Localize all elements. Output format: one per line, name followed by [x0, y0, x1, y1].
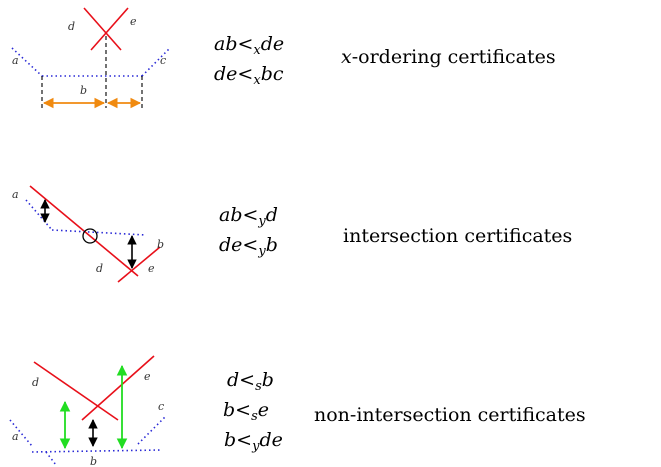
- certificate: ab<xde: [214, 33, 284, 58]
- segment-d: [33, 361, 119, 421]
- caption-intersection: intersection certificates: [343, 225, 572, 247]
- label-a: a: [12, 430, 19, 443]
- label-d: d: [32, 376, 39, 389]
- label-a: a: [12, 188, 19, 201]
- x-ordering-certificates: ab<xde de<xbc: [214, 33, 284, 88]
- caption-non-intersection: non-intersection certificates: [314, 404, 586, 426]
- segment-c: [141, 47, 171, 77]
- certificate: b<se: [223, 399, 269, 424]
- certificate: de<yb: [219, 234, 278, 259]
- label-b: b: [157, 238, 164, 251]
- intersection-certificates: ab<yd de<yb: [219, 204, 278, 259]
- x-ordering-diagram: d e a c b: [11, 7, 171, 109]
- certificate: b<yde: [224, 429, 283, 454]
- segment-a: [25, 199, 53, 231]
- label-e: e: [130, 15, 137, 28]
- label-e: e: [148, 262, 155, 275]
- label-c: c: [160, 54, 166, 67]
- certificate: de<xbc: [214, 63, 284, 88]
- label-b: b: [80, 84, 87, 97]
- segment-c: [137, 415, 167, 445]
- caption-x-ordering: x-ordering certificates: [341, 46, 556, 68]
- segment-b: [31, 449, 163, 453]
- segment-e: [117, 246, 161, 283]
- label-d: d: [68, 20, 75, 33]
- non-intersection-diagram: d e a c b: [9, 355, 167, 467]
- segment-e: [90, 7, 129, 51]
- intersection-point: [82, 228, 98, 244]
- certificate: d<sb: [227, 369, 274, 394]
- segment-a: [9, 419, 33, 447]
- segment-b: [51, 229, 147, 236]
- segment-b-tail: [45, 451, 57, 466]
- segment-d: [83, 7, 122, 51]
- label-a: a: [12, 54, 19, 67]
- segment-e: [81, 355, 155, 421]
- certificate: ab<yd: [219, 204, 278, 229]
- label-b: b: [90, 455, 97, 467]
- label-d: d: [96, 262, 103, 275]
- label-e: e: [144, 370, 151, 383]
- label-c: c: [158, 400, 164, 413]
- non-intersection-certificates: d<sb b<se b<yde: [223, 369, 283, 454]
- intersection-diagram: a b d e: [12, 185, 164, 283]
